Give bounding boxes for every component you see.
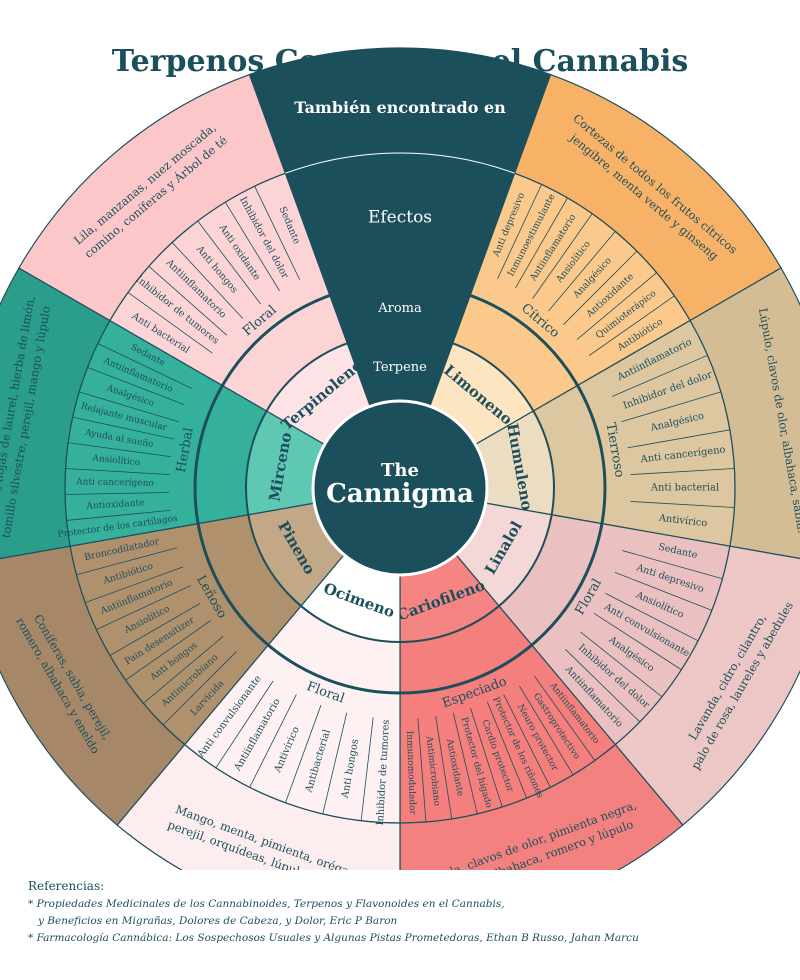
effect-divider xyxy=(580,631,663,698)
effect-divider xyxy=(563,250,638,325)
effect-divider xyxy=(519,685,574,776)
found-in-ring-segment xyxy=(0,545,186,826)
effect-divider xyxy=(109,603,201,656)
effect-divider xyxy=(171,242,244,319)
header-sector: Terpene Aroma Efectos También encontrado en xyxy=(248,47,552,408)
effect-divider xyxy=(630,468,735,475)
effect-divider xyxy=(630,501,735,508)
reference-1: * Propiedades Medicinales de los Cannabi… xyxy=(28,898,505,910)
effect-divider xyxy=(224,201,280,292)
effect-divider xyxy=(249,694,297,788)
effect-divider xyxy=(78,391,179,423)
effect-divider xyxy=(72,416,175,440)
effect-divider xyxy=(360,717,374,821)
header-terpene: Terpene xyxy=(373,360,427,375)
center-logo-disc xyxy=(311,399,489,577)
effect-label: Antioxidante xyxy=(85,498,145,511)
effect-divider xyxy=(127,292,213,354)
reference-1-cont: y Beneficios en Migrañas, Dolores de Cab… xyxy=(38,915,398,927)
effect-divider xyxy=(593,612,682,671)
found-in-ring-segment xyxy=(689,267,800,560)
reference-2: * Farmacología Cannábica: Los Sospechoso… xyxy=(28,932,639,944)
effect-divider xyxy=(435,716,453,820)
effect-divider xyxy=(215,680,274,769)
effect-divider xyxy=(87,366,185,406)
effect-divider xyxy=(85,566,184,603)
effect-divider xyxy=(65,492,170,495)
references-title: Referencias: xyxy=(28,879,105,893)
effect-divider xyxy=(548,231,616,312)
effect-divider xyxy=(452,712,478,815)
effect-label: Anti cancerígeno xyxy=(75,476,154,489)
effect-divider xyxy=(532,213,593,300)
effect-label: Ansiolítico xyxy=(91,453,141,469)
effect-divider xyxy=(497,184,542,279)
effect-divider xyxy=(614,572,712,611)
effect-divider xyxy=(162,651,237,726)
sector-pineno: PinenoLeñosoLarvicidaAntimicrobianoAnti … xyxy=(0,502,345,826)
effect-label: Inmunomodulador xyxy=(404,731,417,816)
header-found-in: También encontrado en xyxy=(294,98,506,117)
effect-divider xyxy=(503,694,551,788)
effect-divider xyxy=(97,343,192,389)
effect-divider xyxy=(470,707,503,808)
references: Referencias: * Propiedades Medicinales d… xyxy=(28,879,788,947)
header-aroma: Aroma xyxy=(377,301,422,316)
effect-divider xyxy=(588,295,675,356)
effect-divider xyxy=(417,718,427,823)
effect-divider xyxy=(622,550,723,580)
effect-divider xyxy=(148,266,228,336)
header-ring-line xyxy=(285,152,515,174)
logo-text: Cannigma xyxy=(326,479,474,509)
logo-text: The xyxy=(381,460,419,481)
effect-label: Anti bacterial xyxy=(650,483,719,494)
effect-divider xyxy=(533,675,596,761)
effect-divider xyxy=(68,442,172,458)
effect-divider xyxy=(611,354,708,397)
effect-divider xyxy=(605,593,699,642)
effect-divider xyxy=(486,701,528,799)
effect-divider xyxy=(66,509,171,521)
effect-divider xyxy=(125,620,212,681)
effect-divider xyxy=(96,585,191,630)
effect-divider xyxy=(627,429,730,449)
found-in-ring-segment xyxy=(399,743,684,870)
effect-divider xyxy=(285,704,322,803)
header-effects: Efectos xyxy=(368,208,432,228)
effect-divider xyxy=(76,547,177,576)
effect-divider xyxy=(197,220,261,305)
effect-divider xyxy=(621,391,722,423)
effect-divider xyxy=(254,186,301,281)
effect-divider xyxy=(576,272,657,340)
ring-border xyxy=(193,281,607,695)
effect-divider xyxy=(143,636,224,704)
effect-divider xyxy=(322,712,348,815)
effect-divider xyxy=(565,649,641,723)
effect-divider xyxy=(65,468,170,475)
ring-border xyxy=(245,333,555,643)
effect-divider xyxy=(515,197,568,289)
